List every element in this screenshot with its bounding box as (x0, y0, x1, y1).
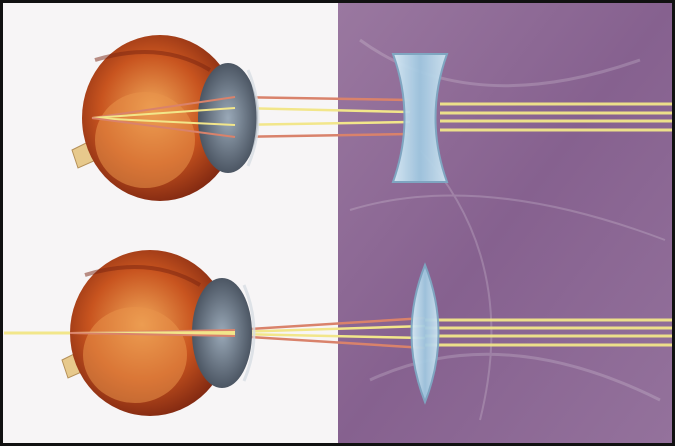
eye-lens-top (198, 63, 258, 173)
purple-background-panel (338, 2, 673, 444)
